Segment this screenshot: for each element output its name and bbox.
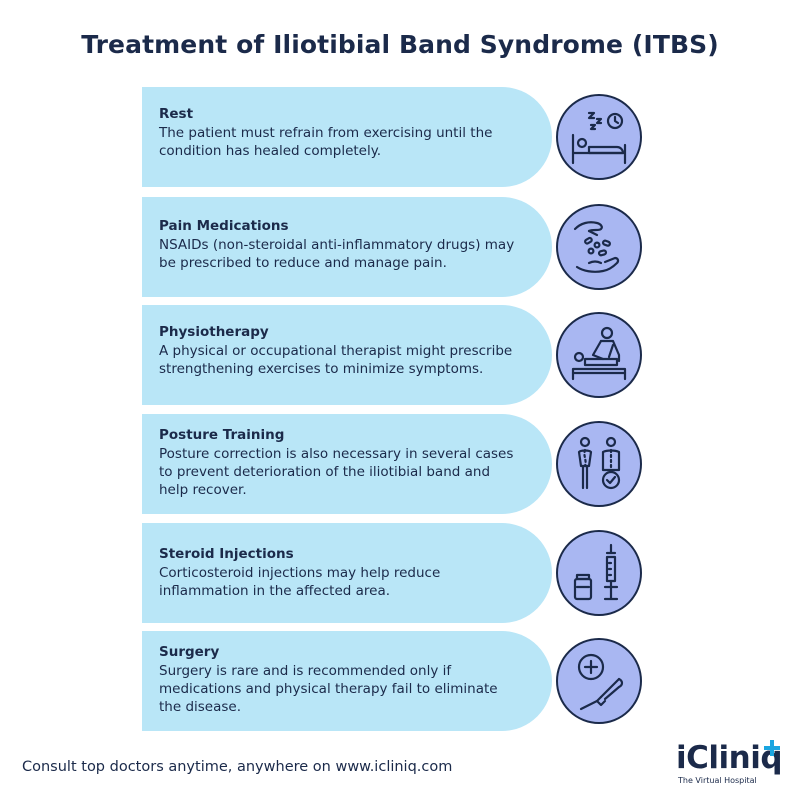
treatment-description: NSAIDs (non-steroidal anti-inflammatory … [159, 237, 515, 271]
treatment-title: Physiotherapy [159, 324, 269, 340]
treatment-card-pain-medications: Pain Medications NSAIDs (non-steroidal a… [142, 197, 552, 297]
footer-text: Consult top doctors anytime, anywhere on… [22, 759, 453, 775]
treatment-card-posture-training: Posture Training Posture correction is a… [142, 414, 552, 514]
treatment-card-physiotherapy: Physiotherapy A physical or occupational… [142, 305, 552, 405]
treatment-description: Surgery is rare and is recommended only … [159, 663, 498, 715]
treatment-title: Pain Medications [159, 218, 289, 234]
treatment-description: A physical or occupational therapist mig… [159, 343, 513, 377]
bed-sleep-clock-icon [556, 94, 642, 180]
posture-check-icon [556, 421, 642, 507]
icliniq-logo: iCliniq The Virtual Hospital [676, 740, 786, 790]
treatment-description: Posture correction is also necessary in … [159, 446, 514, 498]
treatment-title: Steroid Injections [159, 546, 294, 562]
treatment-title: Posture Training [159, 427, 285, 443]
syringe-vial-icon [556, 530, 642, 616]
treatment-title: Surgery [159, 644, 220, 660]
treatment-card-surgery: Surgery Surgery is rare and is recommend… [142, 631, 552, 731]
pills-hands-icon [556, 204, 642, 290]
massage-therapy-icon [556, 312, 642, 398]
treatment-description: Corticosteroid injections may help reduc… [159, 565, 441, 599]
logo-tagline: The Virtual Hospital [678, 776, 757, 785]
page-title: Treatment of Iliotibial Band Syndrome (I… [81, 30, 719, 59]
scalpel-medical-icon [556, 638, 642, 724]
treatment-card-steroid-injections: Steroid Injections Corticosteroid inject… [142, 523, 552, 623]
plus-icon [764, 740, 780, 756]
treatment-description: The patient must refrain from exercising… [159, 125, 493, 159]
treatment-title: Rest [159, 106, 194, 122]
treatment-card-rest: Rest The patient must refrain from exerc… [142, 87, 552, 187]
